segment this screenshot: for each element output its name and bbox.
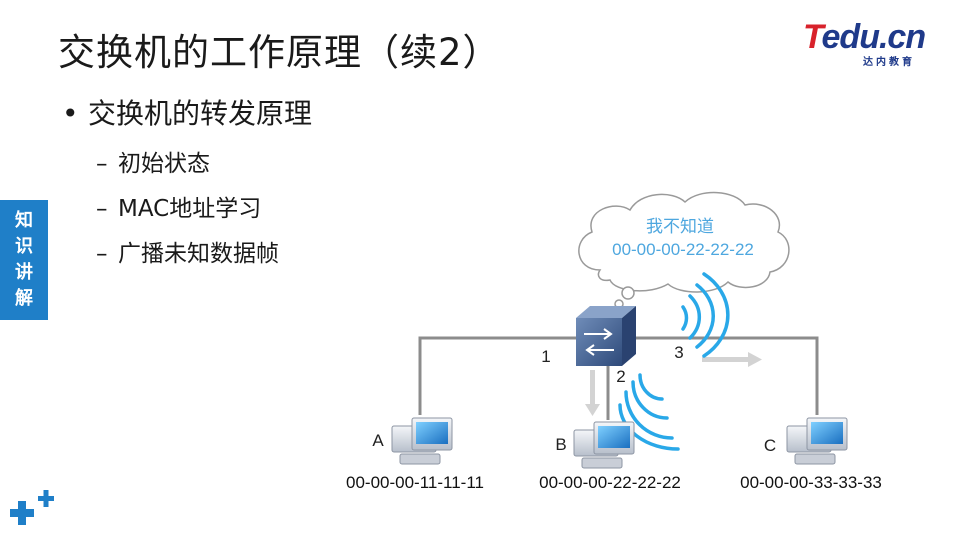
side-tab-char: 识 [15, 236, 33, 257]
side-tab-char: 讲 [15, 262, 33, 283]
knowledge-tab: 知 识 讲 解 [0, 200, 48, 320]
host-b-mac: 00-00-00-22-22-22 [539, 473, 681, 492]
main-bullet-text: 交换机的转发原理 [88, 97, 313, 130]
link-port-3-to-c [630, 336, 819, 415]
main-bullet: • 交换机的转发原理 [62, 92, 312, 132]
tedu-logo: Tedu.cn 达内教育 [803, 18, 938, 68]
host-a-computer-icon [391, 417, 453, 465]
host-b-label: B [555, 435, 566, 454]
port-label-3: 3 [674, 343, 683, 362]
logo-letter-t: T [803, 18, 822, 56]
dash-icon: – [96, 151, 108, 177]
sub-bullet-broadcast: –广播未知数据帧 [96, 234, 279, 268]
sub-bullet-text: 初始状态 [118, 151, 210, 177]
slide-title: 交换机的工作原理（续2） [58, 31, 501, 74]
thought-cloud: 我不知道 00-00-00-22-22-22 [578, 191, 790, 309]
signal-waves-port-3-icon [681, 272, 730, 358]
port-label-1: 1 [541, 347, 550, 366]
host-a-label: A [372, 431, 384, 450]
arrow-right-icon [702, 352, 762, 367]
logo-wordmark: edu.cn [821, 18, 927, 56]
sub-bullet-initial-state: –初始状态 [96, 144, 210, 178]
host-b-computer-icon [573, 421, 635, 469]
bullet-dot-icon: • [62, 97, 79, 130]
logo-subtitle: 达内教育 [863, 57, 915, 68]
cloud-text-line2: 00-00-00-22-22-22 [612, 240, 754, 259]
sub-bullet-mac-learning: –MAC地址学习 [96, 189, 261, 223]
sub-bullet-text: 广播未知数据帧 [118, 241, 279, 267]
sub-bullet-text: MAC地址学习 [118, 196, 262, 222]
side-tab-char: 知 [15, 210, 33, 231]
dash-icon: – [96, 241, 108, 267]
arrow-down-icon [585, 370, 600, 416]
port-label-2: 2 [616, 367, 625, 386]
switch-icon [576, 306, 636, 366]
host-c-label: C [764, 436, 776, 455]
side-tab-char: 解 [15, 288, 33, 309]
signal-waves-port-2-icon [618, 373, 680, 451]
cloud-text-line1: 我不知道 [646, 217, 714, 237]
dash-icon: – [96, 196, 108, 222]
host-c-computer-icon [786, 417, 848, 465]
host-c-mac: 00-00-00-33-33-33 [740, 473, 882, 492]
link-port-1-to-a [418, 336, 585, 415]
host-a-mac: 00-00-00-11-11-11 [346, 473, 484, 492]
plus-decoration-icon [10, 490, 54, 525]
